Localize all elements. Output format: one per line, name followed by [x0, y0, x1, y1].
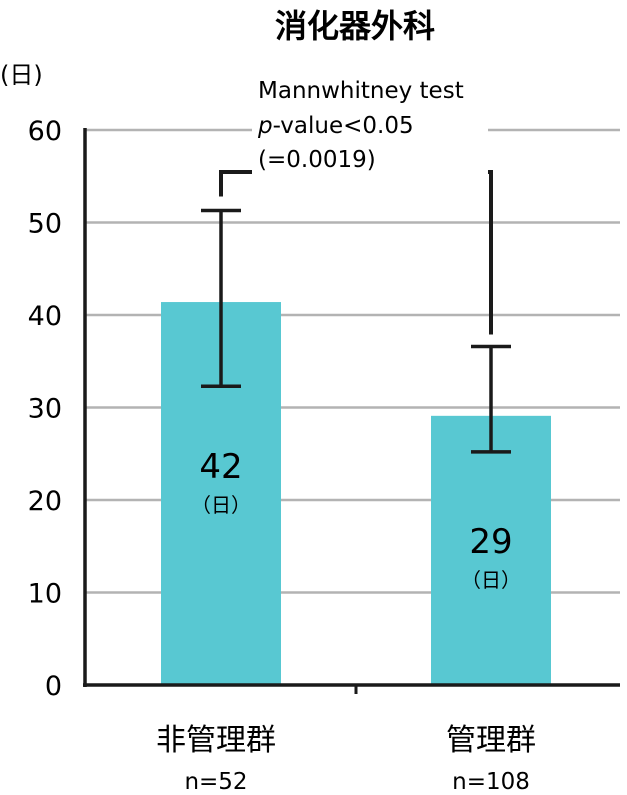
bar-value-label: 42: [199, 447, 242, 487]
bar-value-unit: （日）: [461, 568, 521, 592]
bar: [431, 415, 551, 685]
bar-value-label: 29: [469, 522, 512, 562]
annotation-p-symbol: p: [257, 113, 273, 139]
error-bars: [201, 208, 511, 454]
annotation-p-value: p-value<0.05: [257, 113, 414, 139]
y-axis-unit: (日): [0, 61, 43, 89]
test-annotation: Mannwhitney test p-value<0.05 (=0.0019): [252, 72, 488, 182]
sample-size-label: n=108: [452, 769, 530, 795]
y-tick-label: 60: [28, 116, 62, 147]
bar-labels: 42 （日） 29 （日）: [191, 447, 521, 592]
x-category-label: 管理群: [446, 723, 536, 758]
annotation-test-name: Mannwhitney test: [258, 78, 464, 104]
y-tick-label: 10: [28, 579, 62, 610]
axes: [83, 128, 620, 694]
bars: [161, 302, 551, 685]
x-category-labels: 非管理群 n=52 管理群 n=108: [156, 723, 536, 795]
x-category-label: 非管理群: [156, 723, 276, 758]
annotation-p-threshold: -value<0.05: [273, 113, 414, 139]
sample-size-label: n=52: [184, 769, 247, 795]
bar-value-unit: （日）: [191, 493, 251, 517]
y-tick-label: 20: [28, 486, 62, 517]
y-tick-label: 40: [28, 301, 62, 332]
y-tick-label: 0: [45, 671, 62, 702]
y-tick-label: 30: [28, 394, 62, 425]
annotation-p-exact: (=0.0019): [258, 147, 376, 173]
y-tick-labels: 0 10 20 30 40 50 60: [28, 116, 62, 702]
annotation-background: [252, 72, 488, 182]
chart-title: 消化器外科: [275, 7, 435, 45]
y-tick-label: 50: [28, 209, 62, 240]
